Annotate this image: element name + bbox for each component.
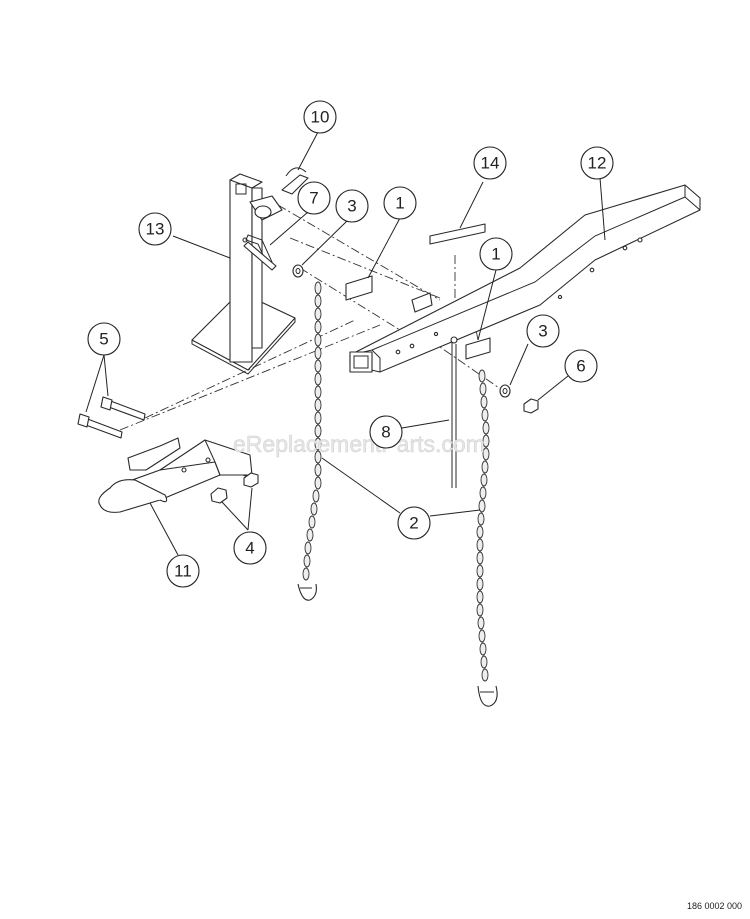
callout-8-label: 8: [381, 423, 390, 442]
callout-1-left: 1: [383, 186, 417, 220]
callout-7-label: 7: [309, 189, 318, 208]
callout-3-lower-label: 3: [538, 322, 547, 341]
callout-3-lower: 3: [526, 314, 560, 348]
watermark: eReplacementParts.com: [233, 431, 485, 457]
callout-8: 8: [369, 415, 403, 449]
callout-1-left-label: 1: [395, 194, 404, 213]
coupler-bolts: [77, 396, 146, 439]
nuts: [210, 398, 539, 504]
callout-5-label: 5: [99, 330, 108, 349]
callout-7: 7: [297, 181, 331, 215]
callout-11-label: 11: [174, 562, 192, 581]
callout-10-label: 10: [311, 108, 330, 127]
callout-2: 2: [397, 506, 431, 540]
callout-12-label: 12: [588, 154, 607, 173]
decals: [345, 223, 491, 360]
safety-cable: [450, 336, 458, 488]
jack-stand: [191, 167, 309, 375]
callout-3-upper: 3: [335, 189, 369, 223]
callout-11: 11: [166, 554, 200, 588]
callout-10: 10: [303, 100, 337, 134]
tongue-frame: [349, 184, 701, 373]
safety-chain-right: [476, 369, 498, 707]
callout-13: 13: [138, 212, 172, 246]
hardware-small: [243, 241, 511, 398]
callout-12: 12: [580, 146, 614, 180]
callout-6-label: 6: [576, 357, 585, 376]
safety-chain-left: [297, 281, 322, 601]
drawing-number: 186 0002 000: [686, 901, 742, 911]
callout-13-label: 13: [146, 220, 165, 239]
callout-1-right-label: 1: [491, 245, 500, 264]
leader-lines: [85, 131, 606, 556]
callout-3-upper-label: 3: [347, 197, 356, 216]
callout-14-label: 14: [481, 154, 500, 173]
callout-4-label: 4: [245, 539, 254, 558]
callout-6: 6: [564, 349, 598, 383]
callout-4: 4: [233, 531, 267, 565]
coupler: [98, 437, 253, 513]
callout-5: 5: [87, 322, 121, 356]
callout-2-label: 2: [409, 514, 418, 533]
callout-14: 14: [473, 146, 507, 180]
callout-1-right: 1: [479, 237, 513, 271]
